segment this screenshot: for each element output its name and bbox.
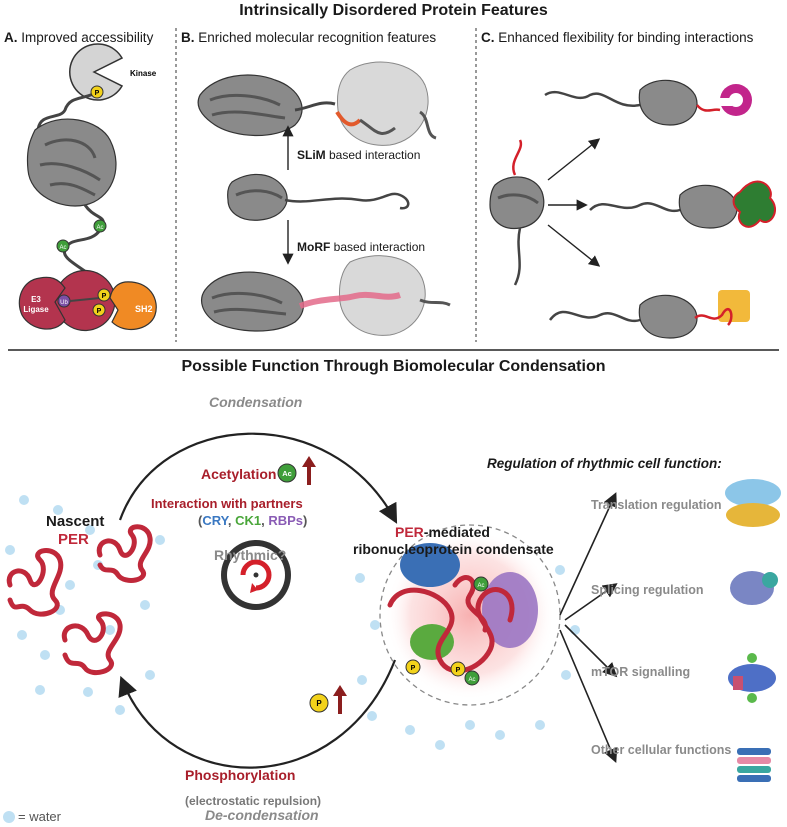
- panel-b-text: Enriched molecular recognition features: [198, 30, 437, 45]
- nascent-per-label: PER: [58, 531, 89, 548]
- binding-partner-star: [732, 180, 776, 228]
- panel-b-letter: B.: [181, 30, 195, 45]
- condensate-ac-2: Ac: [468, 677, 475, 683]
- panel-b-label: B. Enriched molecular recognition featur…: [181, 30, 436, 45]
- e3-ligase-shape: [18, 276, 66, 330]
- interaction-label: Interaction with partners: [151, 496, 303, 511]
- ck1-protein-blob: [410, 624, 454, 660]
- condensation-label: Condensation: [209, 394, 303, 410]
- cry-protein-blob: [400, 543, 460, 587]
- increase-arrow-acetylation: [302, 456, 316, 485]
- partners-close: ): [303, 513, 308, 528]
- top-title: Intrinsically Disordered Protein Feature…: [239, 2, 548, 19]
- bottom-diagram: Ac Ac P P: [3, 432, 781, 823]
- decondensation-label: De-condensation: [205, 807, 319, 823]
- ck1-label: CK1: [235, 513, 262, 528]
- output-other: Other cellular functions: [591, 743, 732, 757]
- panel-c-diagram: [489, 79, 776, 339]
- condensate-ac-1: Ac: [477, 583, 484, 589]
- bottom-title: Possible Function Through Biomolecular C…: [181, 358, 606, 375]
- phosphorylation-badge-label: P: [316, 699, 322, 708]
- slim-rest: based interaction: [325, 148, 421, 162]
- kinase-label: Kinase: [130, 69, 157, 78]
- panel-a-label: A. Improved accessibility: [4, 30, 153, 45]
- acetylation-label: Acetylation: [201, 466, 277, 482]
- e3-label-line1: E3: [31, 295, 41, 304]
- output-mtor: mTOR signalling: [591, 665, 691, 679]
- rhythmic-label: Rhythmic?: [214, 547, 287, 563]
- rbps-label: RBPs: [268, 513, 304, 528]
- water-legend-icon: [3, 811, 15, 823]
- ub-badge: Ub: [60, 300, 68, 306]
- phosphorylation-badge: [309, 693, 329, 713]
- electrostatic-label: (electrostatic repulsion): [185, 794, 322, 808]
- panel-c-text: Enhanced flexibility for binding interac…: [498, 30, 754, 45]
- output-structures: [725, 479, 781, 782]
- ac-badge-2: Ac: [59, 245, 66, 251]
- water-legend-label: = water: [18, 809, 61, 824]
- partners-sep-1: ,: [227, 513, 236, 528]
- panel-c-letter: C.: [481, 30, 495, 45]
- rnp-condensate-label: ribonucleoprotein condensate: [353, 541, 554, 557]
- panel-a-text: Improved accessibility: [21, 30, 154, 45]
- panel-a-letter: A.: [4, 30, 18, 45]
- rhythmic-clock: [221, 540, 291, 610]
- ac-badge-1: Ac: [96, 225, 103, 231]
- cry-label: CRY: [202, 513, 228, 528]
- output-splicing: Splicing regulation: [591, 583, 704, 597]
- per-mediated-label: PER-mediated: [395, 524, 490, 540]
- nascent-per-squiggles: [6, 524, 153, 675]
- output-arrows: [559, 492, 618, 763]
- slim-label: SLiM based interaction: [297, 148, 420, 162]
- phospho-badge-3: P: [97, 308, 102, 315]
- binding-partner-square: [718, 290, 750, 322]
- sh2-label: SH2: [135, 304, 153, 314]
- partners-sep-2: ,: [261, 513, 269, 528]
- acetylation-badge: [277, 463, 297, 483]
- e3-label-line2: Ligase: [23, 305, 49, 314]
- phospho-badge-2: P: [102, 293, 107, 300]
- panel-c-label: C. Enhanced flexibility for binding inte…: [481, 30, 753, 45]
- panel-b-diagram: [197, 61, 451, 336]
- partners-open: (: [198, 513, 203, 528]
- condensate-p-1: P: [411, 665, 416, 672]
- morf-label: MoRF based interaction: [297, 240, 425, 254]
- decondensation-arc: [118, 659, 397, 769]
- partners-label: (CRY, CK1, RBPs): [198, 513, 307, 528]
- kinase-shape: [69, 43, 124, 101]
- nascent-label: Nascent: [46, 513, 105, 530]
- regulation-title: Regulation of rhythmic cell function:: [487, 456, 722, 471]
- output-translation: Translation regulation: [591, 498, 722, 512]
- morf-rest: based interaction: [330, 240, 426, 254]
- phospho-label: P: [95, 90, 100, 97]
- increase-arrow-phosphorylation: [333, 685, 347, 714]
- water-droplets-left: [5, 495, 165, 715]
- phosphorylation-label: Phosphorylation: [185, 767, 296, 783]
- per-mediated-rest: -mediated: [423, 524, 490, 540]
- per-mediated-red: PER: [395, 524, 424, 540]
- slim-bold: SLiM: [297, 148, 326, 162]
- condensation-arc: [118, 432, 398, 524]
- condensate-p-2: P: [456, 667, 461, 674]
- top-diagram: Kinase P Ac Ac E3 Ligase Ub SH2 P P: [8, 28, 779, 351]
- morf-bold: MoRF: [297, 240, 331, 254]
- water-droplets-right: [355, 565, 580, 750]
- panel-a-diagram: Kinase P Ac Ac E3 Ligase Ub SH2 P P: [18, 43, 157, 332]
- phospho-badge: [90, 85, 104, 99]
- sh2-shape: [109, 281, 157, 331]
- acetylation-badge-label: Ac: [282, 469, 292, 478]
